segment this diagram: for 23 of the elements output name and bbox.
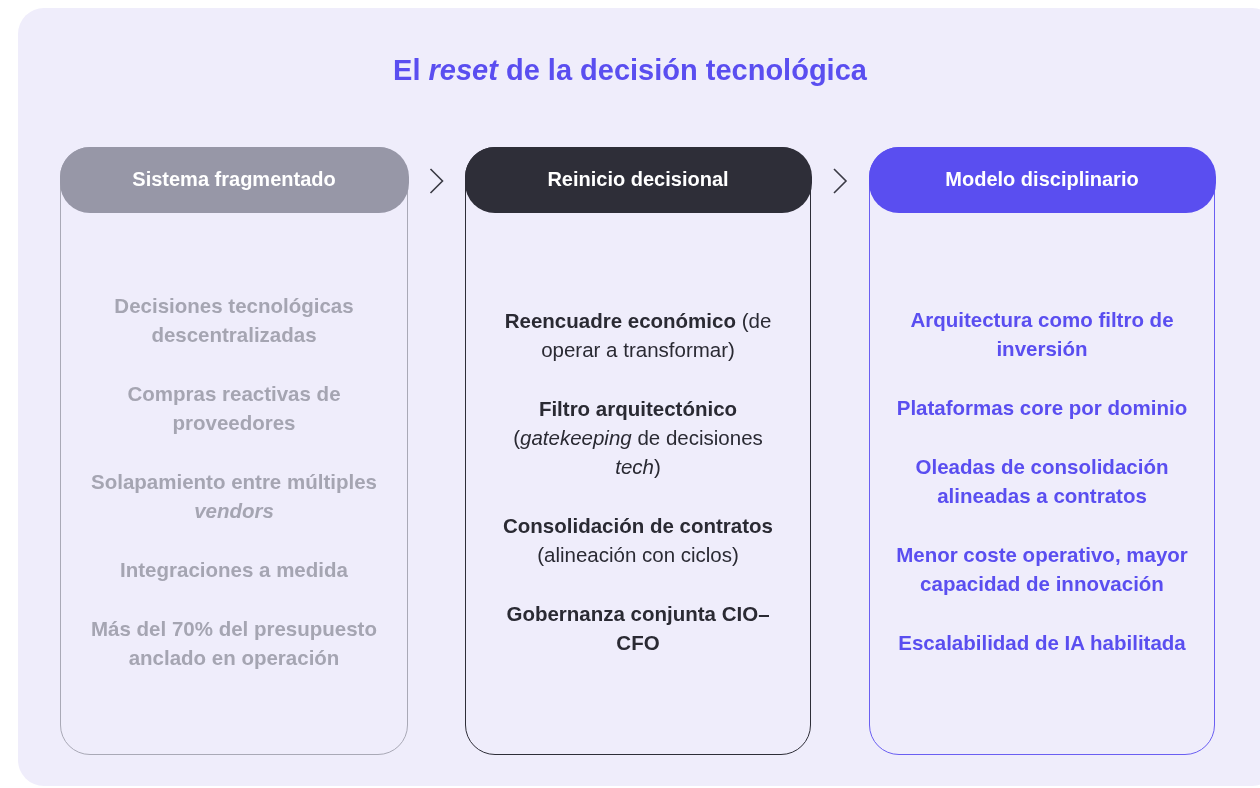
list-item: Filtro arquitectónico (gatekeeping de decisiones tech) xyxy=(512,395,764,480)
list-item: Compras reactivas de proveedores xyxy=(126,380,342,436)
list-item: Oleadas de consolidación alineadas a contratos xyxy=(914,454,1170,509)
title: El reset de la decisión tecnológica xyxy=(392,54,868,87)
column-card xyxy=(869,147,1215,755)
column-header: Modelo disciplinario xyxy=(868,146,1216,213)
list-item: Gobernanza conjunta CIO–CFO xyxy=(505,600,771,656)
chevron-arrow xyxy=(833,168,848,194)
list-item: Consolidación de contratos (alineación con ciclos) xyxy=(502,512,774,568)
list-item: Reencuadre económico (de operar a transformar) xyxy=(503,307,773,363)
column-card xyxy=(60,147,408,755)
list-item: Plataformas core por dominio xyxy=(896,395,1188,421)
list-item: Integraciones a medida xyxy=(120,556,348,583)
column-header: Reinicio decisional xyxy=(464,146,812,213)
list-item: Escalabilidad de IA habilitada xyxy=(898,630,1186,656)
list-item: Decisiones tecnológicas descentralizadas xyxy=(113,292,355,348)
list-item: Más del 70% del presupuesto anclado en operación xyxy=(90,615,378,671)
list-item: Solapamiento entre múltiples vendors xyxy=(90,468,378,524)
list-item: Menor coste operativo, mayor capacidad de innovación xyxy=(895,542,1189,597)
column-header: Sistema fragmentado xyxy=(59,146,409,213)
column-card xyxy=(465,147,811,755)
list-item: Arquitectura como filtro de inversión xyxy=(909,307,1175,362)
chevron-arrow xyxy=(429,168,444,194)
